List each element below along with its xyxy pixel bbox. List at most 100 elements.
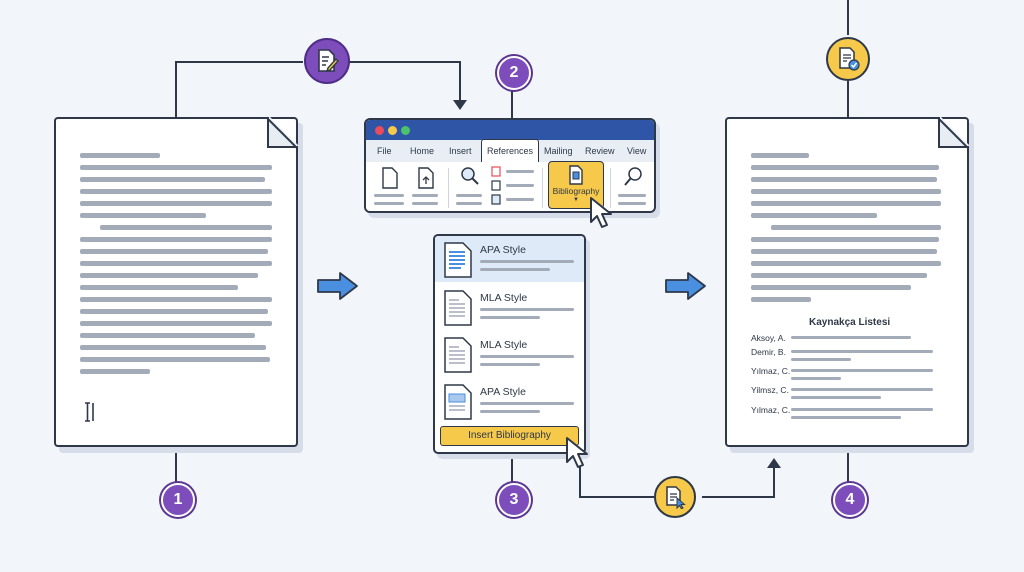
edit-document-icon	[318, 49, 339, 73]
ribbon-separator	[542, 168, 543, 208]
text-line	[80, 153, 160, 158]
bibliography-label: Bibliography	[552, 186, 600, 196]
tab-file[interactable]: File	[377, 146, 392, 156]
bibliography-author: Yılmaz, C.	[751, 405, 791, 415]
style-label: APA Style	[480, 386, 526, 398]
reference-line	[791, 336, 911, 339]
citation-style-menu: APA Style MLA Style MLA Style APA Style …	[433, 234, 586, 454]
page-icon[interactable]	[380, 166, 400, 190]
zoom-icon[interactable]	[622, 166, 644, 190]
style-option-mla[interactable]: MLA Style	[435, 284, 584, 330]
style-desc-line	[480, 402, 574, 405]
text-line	[100, 225, 272, 230]
text-line	[751, 165, 939, 170]
mouse-cursor-icon	[566, 437, 588, 468]
page-fold	[266, 117, 298, 149]
tab-mailing[interactable]: Mailing	[544, 146, 573, 156]
style-desc-line	[480, 308, 574, 311]
style-desc-line	[480, 268, 550, 271]
manage-sources-icon[interactable]	[490, 166, 504, 206]
text-line	[751, 261, 941, 266]
tab-insert[interactable]: Insert	[449, 146, 472, 156]
reference-line	[791, 388, 933, 391]
reference-line	[791, 358, 851, 361]
ribbon-tabs: File Home Insert References Mailing Revi…	[366, 139, 654, 163]
reference-line	[791, 408, 933, 411]
text-line	[80, 273, 258, 278]
bibliography-title: Kaynakça Listesi	[809, 317, 891, 328]
step-badge-1: 1	[161, 483, 195, 517]
bibliography-author: Yılmaz, C.	[751, 366, 791, 376]
document-icon	[444, 337, 472, 373]
step-badge-3: 3	[497, 483, 531, 517]
mouse-cursor-icon	[590, 197, 612, 228]
ribbon-label	[506, 184, 534, 187]
text-line	[80, 249, 268, 254]
close-dot[interactable]	[375, 126, 384, 135]
connector-edit-to-ribbon	[349, 61, 461, 104]
text-line	[80, 189, 272, 194]
bibliography-document: Kaynakça Listesi Aksoy, A. Demir, B. Yıl…	[725, 117, 969, 447]
arrow-right-icon	[665, 272, 706, 300]
ribbon-label	[456, 194, 482, 197]
tab-view[interactable]: View	[627, 146, 647, 156]
word-window: File Home Insert References Mailing Revi…	[364, 118, 656, 213]
text-line	[80, 261, 272, 266]
minimize-dot[interactable]	[388, 126, 397, 135]
step-badge-4: 4	[833, 483, 867, 517]
connector-icon-to-result	[702, 466, 775, 498]
search-icon[interactable]	[460, 166, 480, 188]
document-cursor-icon	[666, 486, 686, 509]
text-line	[751, 213, 877, 218]
step-badge-2: 2	[497, 56, 531, 90]
style-desc-line	[480, 363, 540, 366]
reference-line	[791, 377, 841, 380]
text-line	[751, 189, 941, 194]
arrowhead-down	[453, 100, 467, 110]
style-desc-line	[480, 355, 574, 358]
style-option-apa[interactable]: APA Style	[435, 378, 584, 424]
ribbon-separator	[610, 168, 611, 208]
text-line	[80, 285, 238, 290]
bibliography-icon	[569, 165, 583, 185]
page-fold	[937, 117, 969, 149]
text-line	[80, 297, 272, 302]
text-line	[751, 273, 927, 278]
text-line	[80, 213, 206, 218]
document-icon	[444, 242, 472, 278]
maximize-dot[interactable]	[401, 126, 410, 135]
text-line	[80, 345, 266, 350]
text-line	[751, 237, 939, 242]
text-line	[80, 321, 272, 326]
style-label: MLA Style	[480, 339, 528, 351]
insert-citation-icon[interactable]	[416, 166, 436, 190]
bibliography-author: Yilmsz, C.	[751, 385, 789, 395]
style-label: APA Style	[480, 244, 526, 256]
reference-line	[791, 350, 933, 353]
source-document	[54, 117, 298, 447]
text-line	[80, 333, 255, 338]
text-line	[80, 201, 272, 206]
text-line	[751, 285, 911, 290]
tab-references[interactable]: References	[481, 139, 540, 163]
ribbon-label	[618, 194, 646, 197]
style-option-apa[interactable]: APA Style	[435, 236, 584, 282]
reference-line	[791, 396, 881, 399]
text-line	[751, 153, 809, 158]
ribbon-label	[412, 202, 438, 205]
text-cursor-icon	[85, 402, 94, 422]
document-icon	[444, 384, 472, 420]
insert-bibliography-button[interactable]: Insert Bibliography	[440, 426, 579, 446]
edit-document-badge	[304, 38, 350, 84]
text-line	[80, 165, 272, 170]
tab-review[interactable]: Review	[585, 146, 615, 156]
connector-panel-to-icon	[579, 462, 654, 498]
style-desc-line	[480, 316, 540, 319]
bibliography-author: Aksoy, A.	[751, 333, 786, 343]
document-check-icon	[839, 47, 860, 71]
tab-home[interactable]: Home	[410, 146, 435, 156]
text-line	[751, 297, 811, 302]
connector-doc-to-edit	[175, 61, 303, 118]
style-option-mla[interactable]: MLA Style	[435, 331, 584, 377]
ribbon-label	[374, 202, 404, 205]
